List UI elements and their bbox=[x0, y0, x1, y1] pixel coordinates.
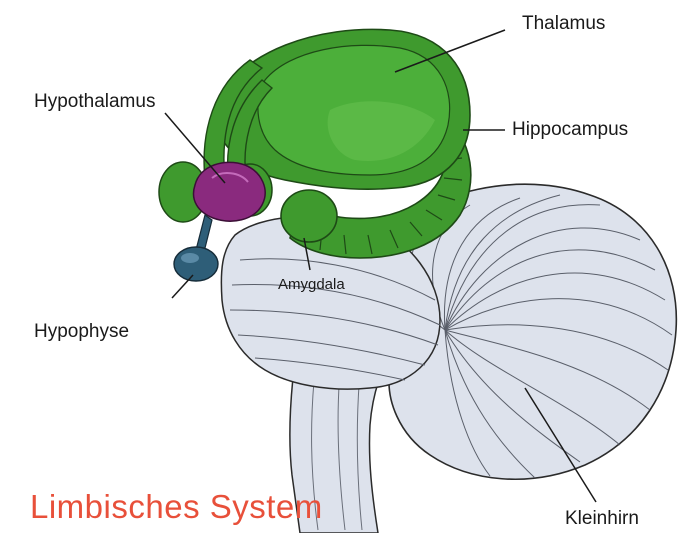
label-amygdala: Amygdala bbox=[278, 277, 345, 292]
label-kleinhirn: Kleinhirn bbox=[565, 509, 639, 528]
amygdala bbox=[281, 190, 337, 242]
hypothalamus bbox=[194, 162, 266, 221]
leader-hypophyse bbox=[172, 275, 193, 298]
label-hypothalamus: Hypothalamus bbox=[34, 92, 155, 111]
pituitary-gland bbox=[174, 247, 218, 281]
diagram-title: Limbisches System bbox=[30, 490, 323, 523]
label-hippocampus: Hippocampus bbox=[512, 120, 628, 139]
label-hypophyse: Hypophyse bbox=[34, 322, 129, 341]
pituitary-highlight bbox=[181, 253, 199, 263]
label-thalamus: Thalamus bbox=[522, 14, 605, 33]
